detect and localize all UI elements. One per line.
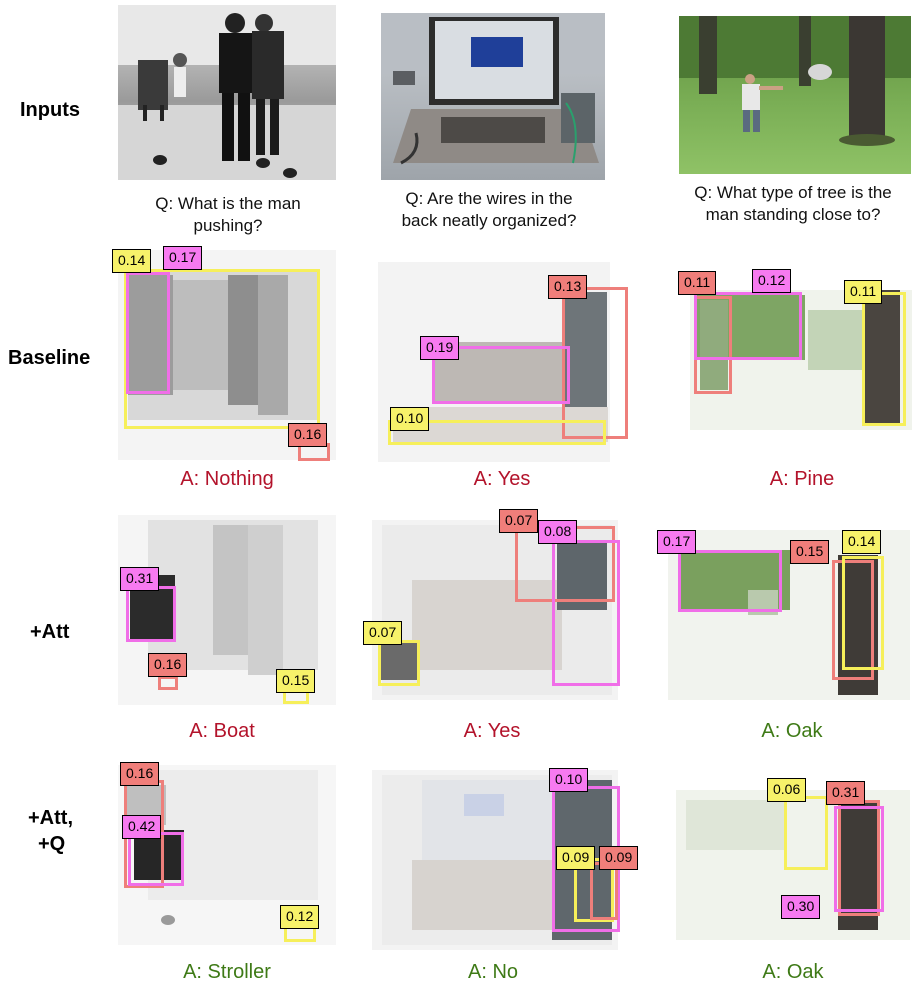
input-image-street: [118, 5, 336, 180]
att-c3-box-yellow: [842, 556, 884, 670]
row-label-att-q-line1: +Att,: [28, 807, 73, 829]
att-c2-box-pink: [552, 540, 620, 686]
baseline-answer-2: A: Yes: [473, 468, 531, 490]
att-answer-1: A: Boat: [189, 720, 255, 742]
baseline-c2-score-pink: 0.19: [420, 336, 460, 360]
att-c1-box-pink: [126, 586, 176, 642]
attq-answer-2: A: No: [467, 961, 519, 983]
question-3-line1: Q: What type of tree is the: [694, 183, 892, 202]
attq-answer-3: A: Oak: [762, 961, 824, 983]
baseline-c3-box-yellow: [862, 292, 906, 426]
att-c1-box-red: [158, 676, 178, 690]
att-c1-score-yellow: 0.15: [276, 669, 316, 693]
baseline-park-faded: [690, 290, 912, 430]
att-answer-2: A: Yes: [463, 720, 521, 742]
street-faded-illustration: [128, 270, 318, 420]
att-c2-score-pink: 0.08: [538, 520, 578, 544]
att-c3-score-red: 0.15: [790, 540, 830, 564]
attq-answer-1: A: Stroller: [183, 961, 271, 983]
laptop-faded-illustration-2: [380, 525, 612, 695]
question-1-line2: pushing?: [193, 216, 263, 235]
att-c1-score-pink: 0.31: [120, 567, 160, 591]
question-2-line2: back neatly organized?: [401, 211, 577, 230]
question-2: Q: Are the wires in the back neatly orga…: [364, 188, 614, 232]
baseline-street-faded: [118, 250, 336, 460]
row-label-att-q-line2: +Q: [38, 833, 66, 855]
baseline-c1-box-pink: [126, 272, 170, 394]
attq-c1-score-pink: 0.42: [122, 815, 162, 839]
input-image-park: [679, 16, 911, 174]
att-c2-box-yellow: [378, 640, 420, 686]
row-label-inputs: Inputs: [20, 99, 80, 121]
attq-c1-score-yellow: 0.12: [280, 905, 320, 929]
baseline-c3-box-pink: [694, 292, 802, 360]
att-c3-box-red: [832, 560, 874, 680]
att-c3-score-yellow: 0.14: [842, 530, 882, 554]
row-label-att: +Att: [30, 621, 70, 643]
park-faded-illustration: [690, 290, 912, 430]
park-scene-illustration: [679, 16, 911, 146]
attq-c2-score-pink: 0.10: [549, 768, 589, 792]
att-laptop-faded: [372, 520, 618, 700]
baseline-c3-score-yellow: 0.11: [844, 280, 883, 304]
attq-c1-box-pink: [128, 832, 184, 886]
attq-c2-score-red: 0.09: [599, 846, 639, 870]
attq-c3-score-red: 0.31: [826, 781, 866, 805]
baseline-c2-box-yellow: [388, 420, 606, 445]
laptop-illustration: [381, 13, 605, 165]
question-1: Q: What is the man pushing?: [103, 193, 353, 237]
baseline-c1-score-yellow: 0.14: [112, 249, 152, 273]
attq-c3-score-pink: 0.30: [781, 895, 821, 919]
baseline-c2-box-red: [562, 287, 628, 439]
baseline-c1-score-pink: 0.17: [163, 246, 203, 270]
attq-c3-box-pink: [834, 806, 884, 912]
att-c3-box-pink: [678, 550, 782, 612]
baseline-answer-1: A: Nothing: [180, 468, 274, 490]
question-3: Q: What type of tree is the man standing…: [668, 182, 918, 226]
input-image-laptop: [381, 13, 605, 180]
question-3-line2: man standing close to?: [705, 205, 881, 224]
street-scene-illustration: [118, 5, 336, 180]
attq-c1-score-red: 0.16: [120, 762, 160, 786]
baseline-c1-box-yellow: [124, 269, 320, 429]
att-c2-score-red: 0.07: [499, 509, 539, 533]
baseline-answer-3: A: Pine: [769, 468, 835, 490]
question-2-line1: Q: Are the wires in the: [405, 189, 573, 208]
baseline-c2-box-pink: [432, 346, 570, 404]
att-c2-score-yellow: 0.07: [363, 621, 403, 645]
question-1-line1: Q: What is the man: [155, 194, 301, 213]
attq-c2-score-yellow: 0.09: [556, 846, 596, 870]
baseline-c2-score-yellow: 0.10: [390, 407, 430, 431]
baseline-c3-score-red: 0.11: [678, 271, 717, 295]
attq-c3-score-yellow: 0.06: [767, 778, 807, 802]
baseline-c1-score-red: 0.16: [288, 423, 328, 447]
att-answer-3: A: Oak: [761, 720, 823, 742]
attq-c3-box-yellow: [784, 796, 828, 870]
baseline-c2-score-red: 0.13: [548, 275, 588, 299]
street-faded-illustration-2: [130, 520, 318, 675]
row-label-baseline: Baseline: [8, 347, 91, 369]
att-c3-score-pink: 0.17: [657, 530, 697, 554]
attq-c2-box-red: [590, 862, 618, 920]
baseline-c3-score-pink: 0.12: [752, 269, 792, 293]
att-c1-score-red: 0.16: [148, 653, 188, 677]
